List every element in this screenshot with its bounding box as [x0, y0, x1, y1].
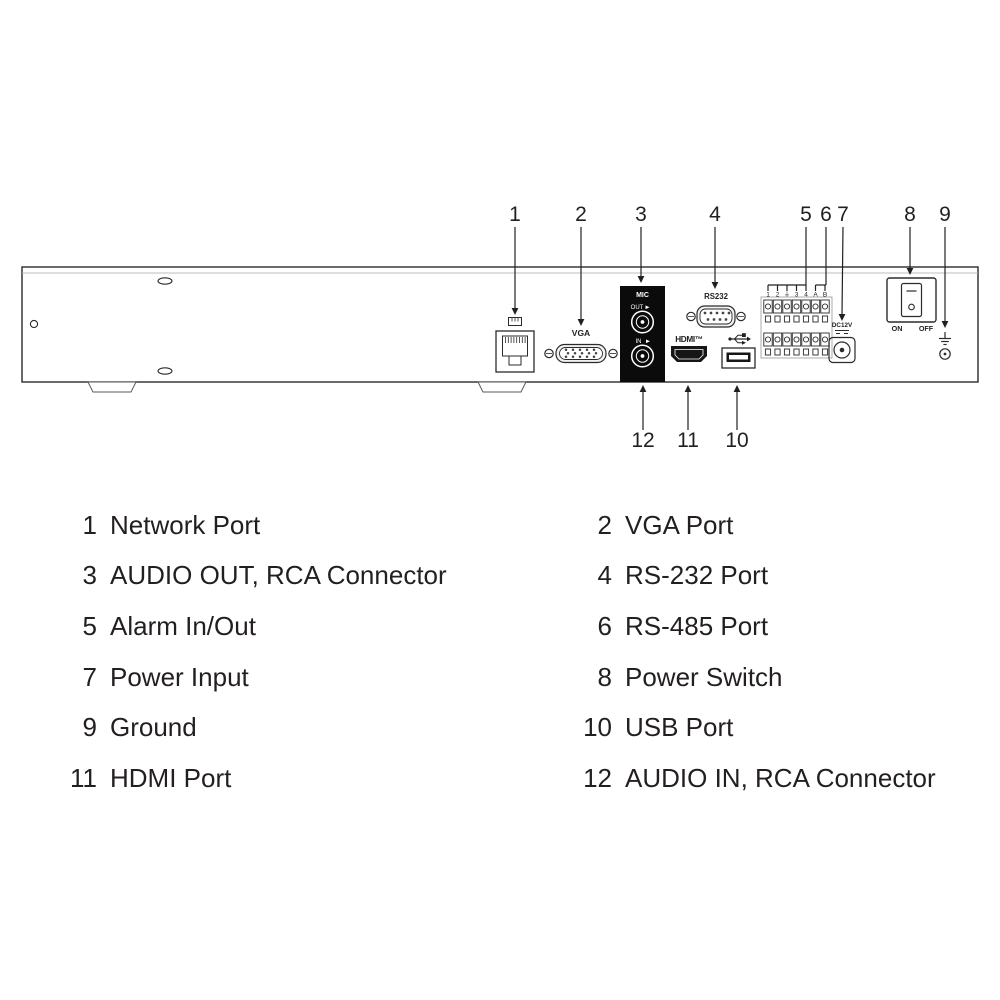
callout-number-1: 1	[509, 203, 521, 226]
legend-item: 8 Power Switch	[568, 652, 998, 703]
chassis-screw	[29, 319, 39, 329]
ground-screw	[939, 348, 951, 360]
power-on-label: ON	[892, 324, 903, 333]
legend-label: AUDIO IN, RCA Connector	[625, 762, 936, 793]
terminal-label-2: 2	[776, 292, 780, 299]
chassis-body	[21, 266, 979, 393]
legend-number: 2	[597, 509, 612, 540]
legend-label: Ground	[110, 712, 197, 743]
vga-screw-right	[608, 348, 618, 359]
callout-number-12: 12	[631, 429, 654, 452]
legend-label: VGA Port	[625, 509, 734, 540]
alarm-terminal-block: 1 2 ⏚ 3 4 A B	[760, 291, 833, 359]
rear-panel-drawing: VGA MIC OUT IN	[21, 203, 979, 452]
terminal-label-ground: ⏚	[784, 291, 791, 299]
callout-number-2: 2	[575, 203, 587, 226]
legend-item: 11 HDMI Port	[55, 753, 555, 804]
legend-number: 6	[597, 610, 612, 641]
audio-rca-block: MIC OUT IN	[620, 286, 665, 382]
mount-slot-top	[157, 277, 173, 285]
legend-number: 1	[82, 509, 97, 540]
usb-port	[721, 333, 756, 369]
legend-label: RS-485 Port	[625, 610, 769, 641]
vga-port: VGA	[544, 328, 618, 364]
legend-number: 9	[82, 712, 97, 743]
legend-label: Alarm In/Out	[110, 610, 256, 641]
hdmi-label: HDMI™	[675, 335, 703, 344]
legend-number: 7	[82, 661, 97, 692]
power-off-label: OFF	[919, 324, 934, 333]
legend-item: 10 USB Port	[568, 702, 998, 753]
legend-number: 11	[70, 762, 97, 793]
legend-label: RS-232 Port	[625, 560, 769, 591]
audio-in-arrow-icon	[646, 339, 650, 344]
legend-item: 1 Network Port	[55, 500, 555, 551]
terminal-label-4: 4	[804, 292, 808, 299]
legend-item: 12 AUDIO IN, RCA Connector	[568, 753, 998, 804]
network-port	[495, 317, 535, 373]
legend-number: 8	[597, 661, 612, 692]
rca-jack-out	[630, 310, 655, 334]
rs232-label: RS232	[704, 292, 729, 301]
callout-number-9: 9	[939, 203, 951, 226]
callout-number-5: 5	[800, 203, 812, 226]
legend-label: HDMI Port	[110, 762, 232, 793]
legend-number: 12	[583, 762, 612, 793]
legend-item: 7 Power Input	[55, 652, 555, 703]
terminal-label-1: 1	[766, 292, 770, 299]
legend-label: AUDIO OUT, RCA Connector	[110, 560, 447, 591]
callout-number-11: 11	[677, 429, 699, 452]
chassis-foot	[87, 381, 137, 393]
mic-label: MIC	[636, 292, 649, 299]
terminal-label-b: B	[823, 292, 827, 299]
network-icon	[508, 317, 522, 326]
callout-number-8: 8	[904, 203, 916, 226]
rs232-screw-right	[736, 311, 746, 322]
dc12v-label: DC12V	[832, 322, 853, 329]
vga-label: VGA	[572, 328, 590, 338]
usb-icon	[728, 333, 751, 345]
callout-number-3: 3	[635, 203, 647, 226]
callout-number-6: 6	[820, 203, 832, 226]
hdmi-port: HDMI™	[671, 335, 707, 362]
legend-number: 4	[597, 560, 612, 591]
rs232-screw-left	[686, 311, 696, 322]
callout-number-7: 7	[837, 203, 849, 226]
audio-out-label: OUT	[631, 305, 644, 311]
callout-number-10: 10	[725, 429, 748, 452]
legend-label: Power Input	[110, 661, 249, 692]
rs232-port: RS232	[686, 292, 746, 328]
chassis-foot	[477, 381, 527, 393]
legend-number: 10	[583, 712, 612, 743]
callouts-bottom: 12 11 10	[631, 385, 749, 452]
terminal-label-3: 3	[795, 292, 799, 299]
legend-right-column: 2 VGA Port 4 RS-232 Port 6 RS-485 Port 8…	[568, 500, 998, 804]
legend-item: 5 Alarm In/Out	[55, 601, 555, 652]
legend-item: 2 VGA Port	[568, 500, 998, 551]
rca-jack-in	[630, 344, 655, 368]
legend-number: 5	[82, 610, 97, 641]
callout-number-4: 4	[709, 203, 721, 226]
dc-symbol-icon	[835, 330, 849, 334]
mount-slot-bottom	[157, 367, 173, 375]
power-switch: ON OFF	[886, 277, 937, 333]
legend-label: USB Port	[625, 712, 734, 743]
audio-in-label: IN	[636, 339, 642, 345]
legend-left-column: 1 Network Port 3 AUDIO OUT, RCA Connecto…	[55, 500, 555, 804]
ground-terminal	[939, 332, 951, 360]
legend-number: 3	[82, 560, 97, 591]
legend-item: 3 AUDIO OUT, RCA Connector	[55, 551, 555, 602]
legend-item: 9 Ground	[55, 702, 555, 753]
vga-screw-left	[544, 348, 554, 359]
callouts-top: 1 2 3 4 5 6 7	[509, 203, 951, 328]
terminal-label-a: A	[813, 292, 818, 299]
legend-item: 6 RS-485 Port	[568, 601, 998, 652]
power-input: DC12V	[828, 322, 856, 364]
legend-label: Network Port	[110, 509, 261, 540]
legend-label: Power Switch	[625, 661, 783, 692]
ground-icon	[939, 332, 951, 346]
audio-out-arrow-icon	[645, 305, 650, 310]
legend-item: 4 RS-232 Port	[568, 551, 998, 602]
